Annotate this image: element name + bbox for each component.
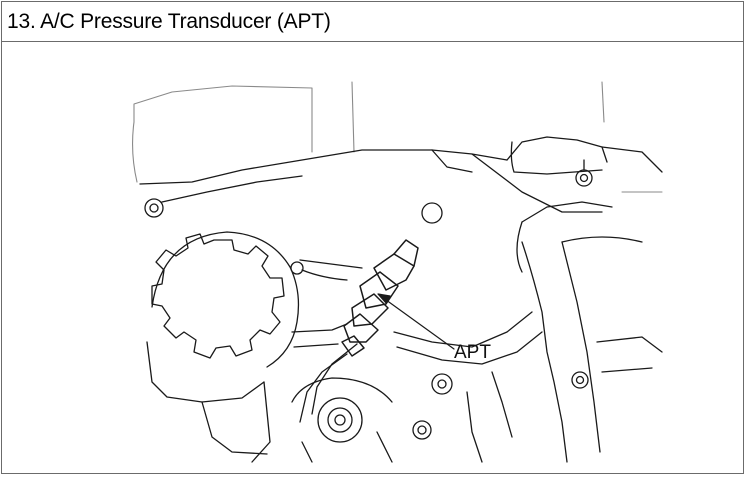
bolt-upper-right bbox=[575, 159, 593, 187]
right-bracket bbox=[516, 201, 663, 463]
dowel-pin bbox=[421, 202, 443, 224]
lower-boss bbox=[291, 377, 393, 463]
apt-sensor bbox=[341, 239, 419, 357]
ac-line-upper bbox=[291, 259, 543, 365]
title-bar: 13. A/C Pressure Transducer (APT) bbox=[2, 2, 743, 42]
apt-callout-label: APT bbox=[454, 342, 491, 363]
engine-block-upper bbox=[139, 136, 663, 213]
callout-leader bbox=[377, 293, 455, 350]
bolt-lower-center bbox=[431, 373, 453, 395]
housing-outline bbox=[131, 81, 663, 193]
figure-title: 13. A/C Pressure Transducer (APT) bbox=[7, 10, 331, 33]
bolt-right bbox=[571, 371, 589, 389]
bolt-bottom bbox=[412, 420, 432, 440]
bolt-left bbox=[144, 198, 164, 218]
bolt-mid-left bbox=[290, 261, 304, 275]
engine-illustration: APT bbox=[131, 81, 663, 463]
lower-flange bbox=[201, 371, 513, 463]
ac-hose bbox=[299, 343, 358, 423]
splined-gear bbox=[146, 231, 300, 463]
